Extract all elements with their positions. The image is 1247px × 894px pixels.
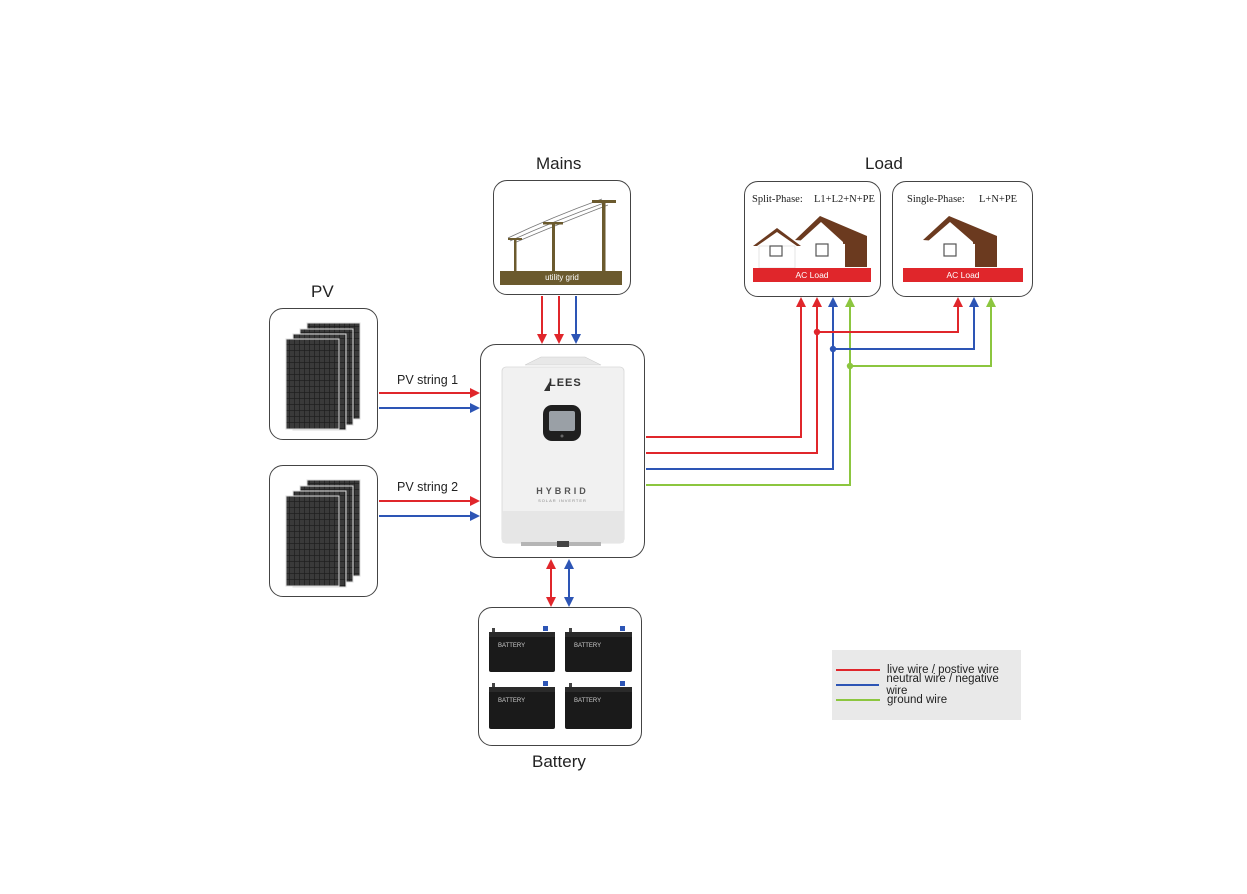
inverter-model: HYBRID (536, 486, 589, 496)
neutral-junction (829, 345, 837, 353)
split-phase-wiring: L1+L2+N+PE (814, 194, 875, 205)
inverter-box: LEES HYBRID SOLAR INVERTER (480, 344, 645, 558)
single-phase-load-label: AC Load (946, 270, 980, 280)
load-l1-wire (646, 297, 806, 438)
pv-box-1 (269, 308, 378, 440)
battery-icon (489, 681, 555, 729)
load-title: Load (865, 154, 903, 173)
battery-cell-label: BATTERY (574, 643, 602, 649)
battery-cell-label: BATTERY (498, 643, 526, 649)
legend: live wire / postive wire neutral wire / … (832, 650, 1021, 720)
legend-label-live: live wire / postive wire (887, 664, 999, 676)
inverter-brand: LEES (549, 377, 582, 389)
split-phase-load-label: AC Load (795, 270, 829, 280)
solar-panel-icon (285, 479, 361, 588)
pv-title: PV (311, 282, 334, 301)
battery-icon (565, 626, 632, 672)
inverter-subtitle: SOLAR INVERTER (538, 498, 587, 503)
battery-icon (489, 626, 555, 672)
legend-swatch-neutral (836, 684, 880, 686)
single-phase-load-box: Single-Phase: L+N+PE AC Load (892, 181, 1033, 297)
hybrid-inverter-icon (501, 356, 625, 547)
ground-junction (846, 362, 854, 370)
load-ground-wire (646, 297, 855, 486)
single-ground-wire (850, 297, 996, 367)
battery-icon (565, 681, 632, 729)
solar-panel-icon (285, 322, 361, 431)
house-icon (753, 216, 871, 282)
battery-cell-label: BATTERY (498, 698, 526, 704)
pv-box-2 (269, 465, 378, 597)
mains-box: utility grid (493, 180, 631, 295)
legend-swatch-live (836, 669, 880, 671)
house-icon (903, 216, 1023, 282)
battery-box: BATTERY BATTERY BATTERY BATTERY (478, 607, 642, 746)
utility-grid-label: utility grid (545, 273, 579, 282)
legend-item-ground: ground wire (836, 693, 947, 707)
battery-title: Battery (532, 752, 586, 771)
pv-string-1-label: PV string 1 (397, 373, 459, 387)
single-live-wire (817, 297, 963, 333)
utility-pole-icon (500, 198, 622, 285)
battery-cell-label: BATTERY (574, 698, 602, 704)
legend-item-neutral: neutral wire / negative wire (836, 673, 1021, 697)
pv-string-2-label: PV string 2 (397, 480, 459, 494)
split-phase-title: Split-Phase: (752, 194, 803, 205)
legend-item-live: live wire / postive wire (836, 663, 999, 677)
load-neutral-wire (646, 297, 838, 470)
legend-swatch-ground (836, 699, 880, 701)
single-phase-title: Single-Phase: (907, 194, 965, 205)
single-phase-wiring: L+N+PE (979, 194, 1018, 205)
legend-label-neutral: neutral wire / negative wire (886, 673, 999, 697)
legend-label-ground: ground wire (887, 694, 948, 706)
split-phase-load-box: Split-Phase: L1+L2+N+PE AC Load (744, 181, 881, 297)
mains-title: Mains (536, 154, 582, 173)
single-neutral-wire (833, 297, 979, 350)
live-junction (813, 328, 821, 336)
load-l2-wire (646, 297, 822, 454)
